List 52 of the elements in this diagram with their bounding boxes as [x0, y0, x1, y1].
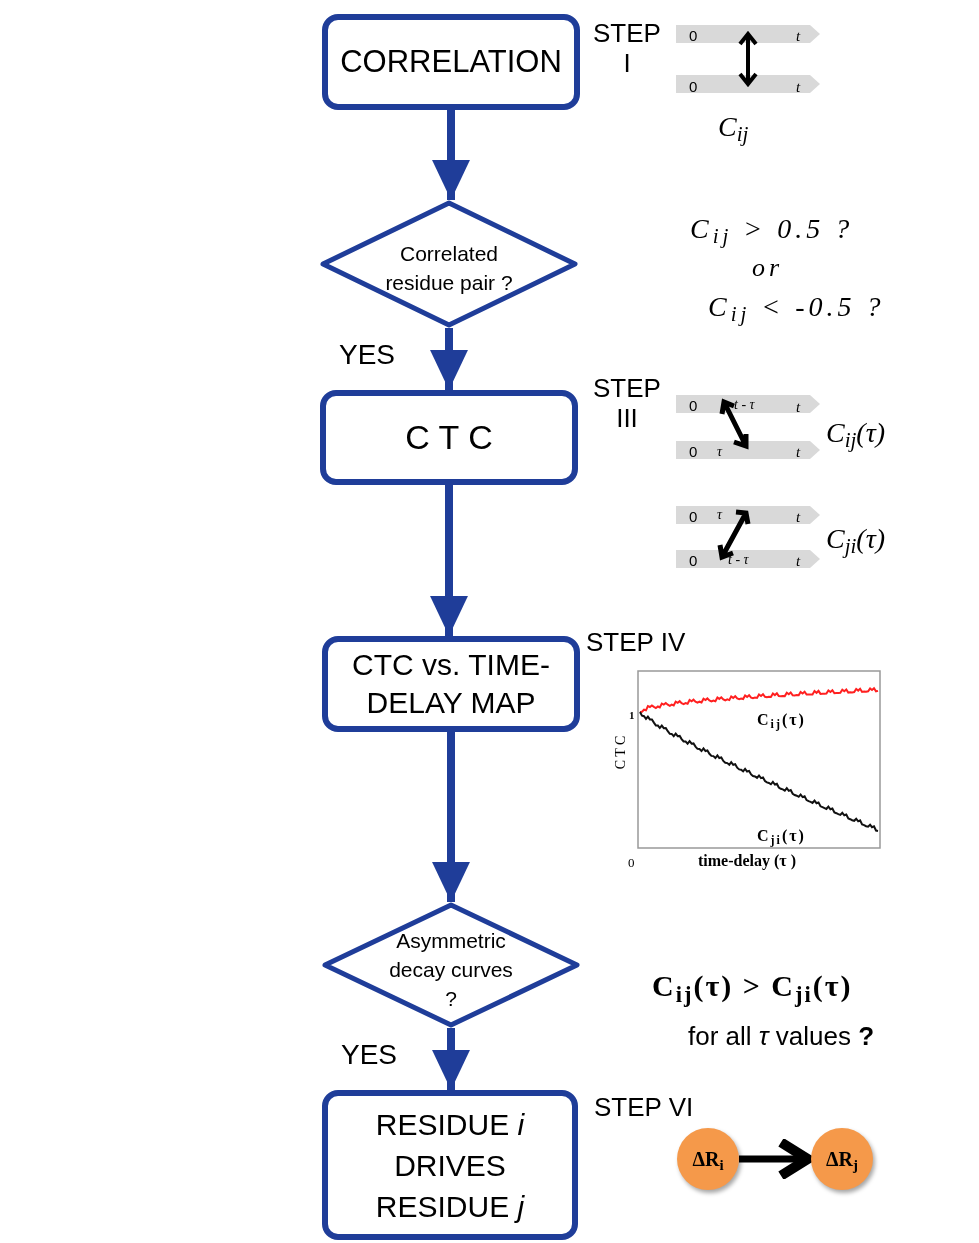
bar-text: 0 — [689, 77, 698, 97]
formula-label: C$_{ji}$(τ) — [826, 522, 886, 560]
axis-label: time-delay (τ ) — [698, 851, 796, 872]
node-text: Correlated residue pair ? — [384, 241, 514, 296]
process-box — [320, 390, 578, 485]
node-text: ΔR$_{i}$ — [691, 1147, 725, 1174]
process-box — [322, 636, 580, 732]
decision-diamond — [322, 902, 580, 1028]
node-text: ΔR$_{j}$ — [825, 1147, 859, 1174]
step-label: STEP I — [592, 18, 662, 78]
node-text: CORRELATION — [339, 42, 563, 81]
edge-label: YES — [339, 339, 396, 370]
condition-text: C$_{ij}$ > 0.5 ? — [690, 212, 854, 250]
edge-label: YES — [341, 1039, 398, 1070]
node-text: Asymmetric decay curves ? — [388, 927, 514, 1012]
formula-label: C$_{ij}$ — [718, 110, 749, 148]
bar-text: 0 — [689, 551, 698, 571]
curve-label: C$_{ij}$(τ) — [757, 710, 806, 732]
bar-text: 0 — [689, 442, 698, 462]
bar-text: t — [796, 508, 801, 527]
tick-label: 1 — [629, 708, 635, 723]
condition-text: C$_{ij}$(τ) > C$_{ji}$(τ) — [652, 968, 853, 1008]
process-box — [322, 14, 580, 110]
decision-diamond — [320, 200, 578, 328]
step-label: STEP III — [592, 373, 662, 433]
node-text: C T C — [404, 417, 494, 458]
bar-text: τ — [717, 443, 722, 461]
condition-text: C$_{ij}$ < -0.5 ? — [708, 290, 885, 328]
bar-text: t — [796, 27, 801, 46]
condition-text: or — [752, 252, 784, 284]
bar-text: t — [796, 78, 801, 97]
bar-text: 0 — [689, 26, 698, 46]
bar-text: t - τ — [728, 551, 749, 569]
step-label: STEP VI — [594, 1091, 694, 1124]
step-label: STEP IV — [586, 626, 686, 659]
arrow — [430, 485, 468, 636]
axis-label: C T C — [612, 735, 630, 770]
formula-label: C$_{ij}$(τ) — [826, 416, 886, 454]
node-text: CTC vs. TIME-DELAY MAP — [351, 647, 551, 721]
bar-text: t — [796, 398, 801, 417]
bar-text: 0 — [689, 396, 698, 416]
bar-text: 0 — [689, 507, 698, 527]
arrow — [739, 1137, 813, 1181]
node-text: RESIDUE i DRIVES RESIDUE j — [374, 1106, 526, 1225]
bar-text: t - τ — [734, 396, 755, 414]
bar-text: t — [796, 443, 801, 462]
bar-text: τ — [717, 506, 722, 524]
process-box — [322, 1090, 578, 1240]
condition-text: for all τ values ? — [688, 1020, 875, 1053]
bar-text: t — [796, 552, 801, 571]
tick-label: 0 — [628, 854, 635, 872]
curve-label: C$_{ji}$(τ) — [757, 826, 806, 848]
